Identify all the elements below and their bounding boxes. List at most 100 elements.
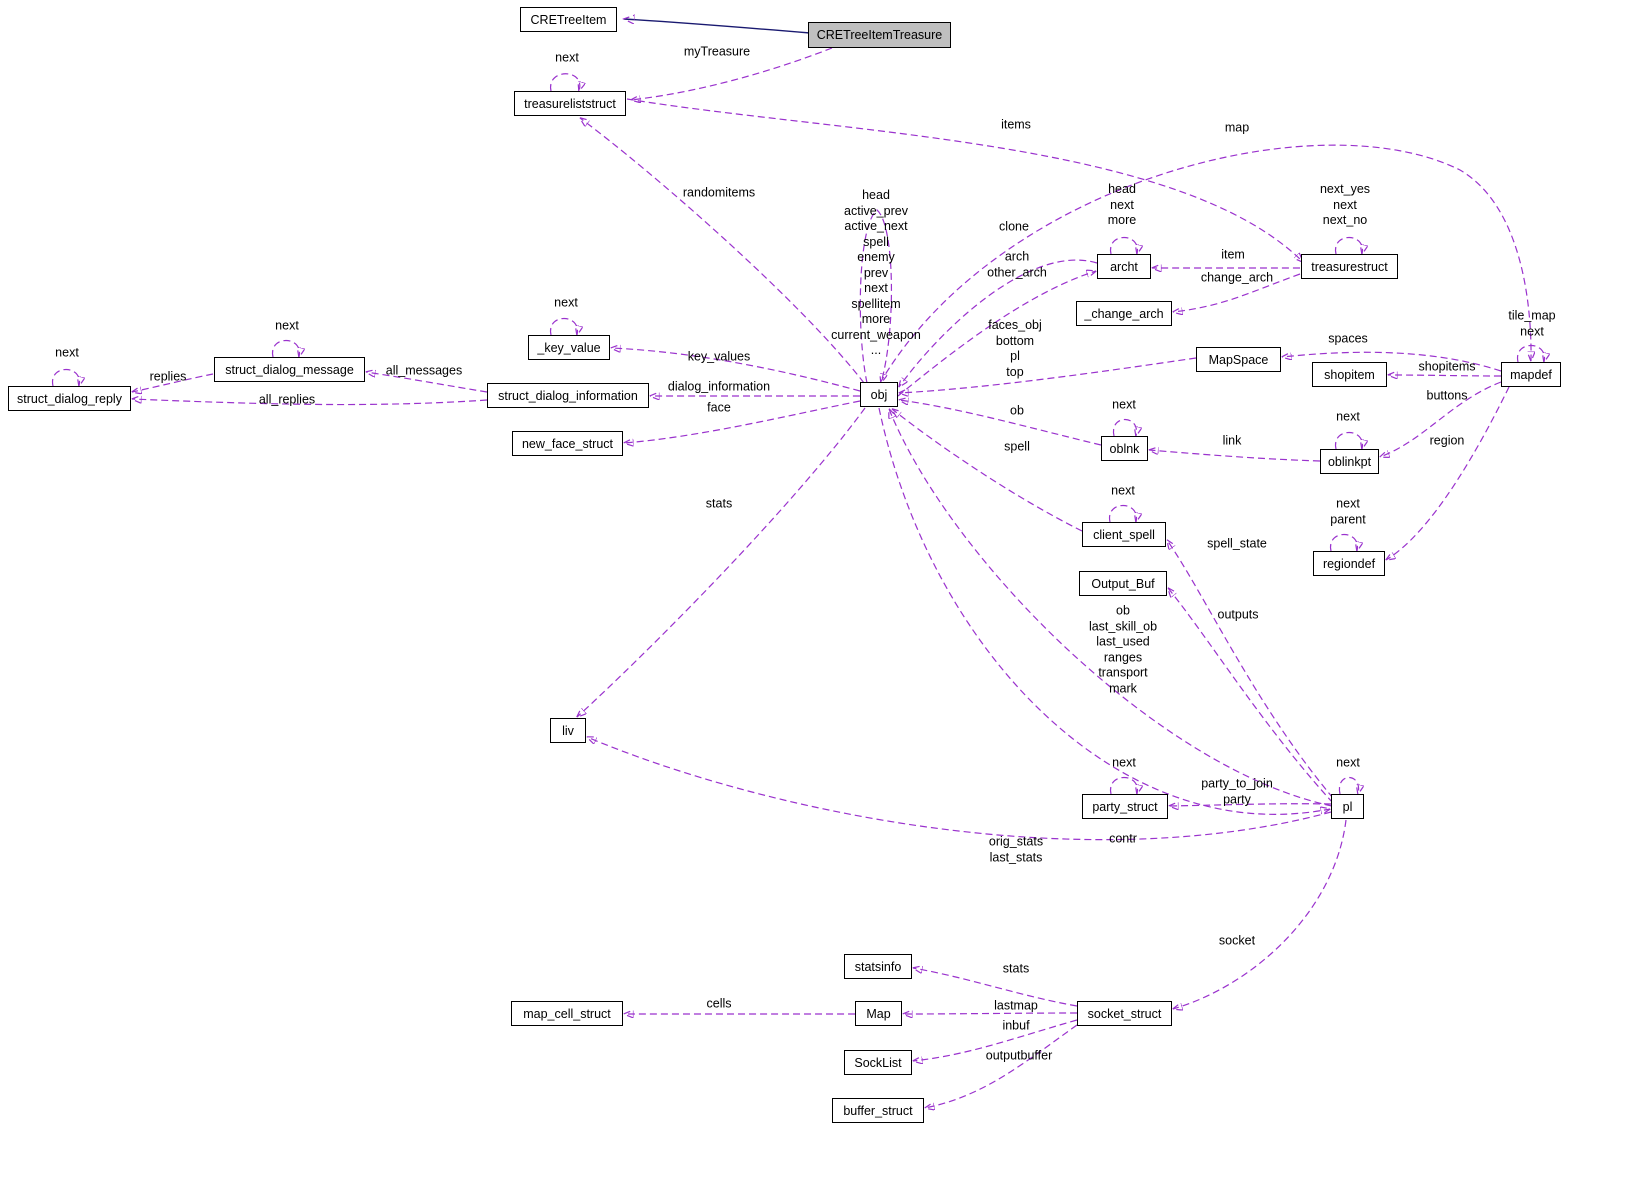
edge-label-outputs: outputs [1217, 607, 1259, 622]
edge-all-replies [132, 399, 488, 405]
edge-label-pl-obj: ob last_skill_ob last_used ranges transp… [1089, 604, 1157, 697]
edge-label-shopitems: shopitems [1418, 359, 1476, 374]
edge-clone [899, 259, 1098, 387]
node-buffer-struct[interactable]: buffer_struct [832, 1098, 924, 1123]
edge-label-line: active_prev [844, 203, 908, 218]
node-struct-dialog-information[interactable]: struct_dialog_information [487, 383, 649, 408]
edge-label-line: transport [1098, 665, 1148, 680]
node-shopitem[interactable]: shopitem [1312, 362, 1387, 387]
edge-oblnk-self [1113, 419, 1136, 437]
edge-mytreasure [631, 47, 833, 100]
edge-party [1169, 804, 1332, 806]
edge-label-line: spellitem [851, 296, 901, 311]
edge-label-items: items [1001, 117, 1031, 132]
edge-label-party-next: next [1112, 755, 1136, 770]
edge-label-spell: spell [1004, 439, 1030, 454]
node-liv[interactable]: liv [550, 718, 586, 743]
edge-label-line: next [1336, 496, 1360, 511]
edge-label-stats: stats [705, 496, 733, 511]
edge-label-line: more [861, 311, 891, 326]
node-mapdef[interactable]: mapdef [1501, 362, 1561, 387]
edge-keyvalue-self [550, 317, 578, 336]
edge-label-replies: replies [149, 369, 187, 384]
edge-label-all-messages: all_messages [385, 363, 463, 378]
edge-label-sdm-next: next [275, 318, 299, 333]
node-mapspace[interactable]: MapSpace [1196, 347, 1281, 372]
node-cretreeitem[interactable]: CRETreeItem [520, 7, 617, 32]
edge-label-line: tile_map [1508, 308, 1556, 323]
node-treasurestruct[interactable]: treasurestruct [1301, 254, 1398, 279]
edge-label-tile-map: tile_map next [1508, 309, 1555, 340]
edge-key-values [611, 348, 861, 392]
edge-label-archt-self: head next more [1108, 182, 1136, 229]
edge-label-ob: ob [1010, 403, 1024, 418]
edge-faces [899, 357, 1197, 393]
node-output-buf[interactable]: Output_Buf [1079, 571, 1167, 596]
node-cretreeitemtreasure[interactable]: CRETreeItemTreasure [808, 22, 951, 48]
edge-link [1149, 450, 1321, 462]
node-socket-struct[interactable]: socket_struct [1077, 1001, 1172, 1026]
node-struct-dialog-message[interactable]: struct_dialog_message [214, 357, 365, 382]
edge-label-item: item [1221, 247, 1245, 262]
node-key-value[interactable]: _key_value [528, 335, 610, 360]
edge-label-line: prev [863, 265, 889, 280]
node-party-struct[interactable]: party_struct [1082, 794, 1168, 819]
edge-regiondef-self [1330, 533, 1358, 552]
edge-label-buttons: buttons [1426, 388, 1468, 403]
node-client-spell[interactable]: client_spell [1082, 522, 1166, 547]
node-new-face-struct[interactable]: new_face_struct [512, 431, 623, 456]
node-map[interactable]: Map [855, 1001, 902, 1026]
edge-orig-stats [587, 737, 1332, 841]
edge-label-line: head [862, 187, 890, 202]
node-regiondef[interactable]: regiondef [1313, 551, 1385, 576]
edge-label-treasure-self: next_yes next next_no [1320, 182, 1370, 229]
node-treasureliststruct[interactable]: treasureliststruct [514, 91, 626, 116]
edge-pl-self [1338, 777, 1358, 795]
edge-label-pl-next: next [1336, 755, 1360, 770]
edge-label-line: orig_stats [988, 834, 1044, 849]
edge-label-line: ranges [1103, 650, 1143, 664]
edge-label-arch-other: arch other_arch [987, 250, 1047, 281]
edge-label-key-values: key_values [687, 349, 751, 364]
edge-label-line: parent [1330, 512, 1366, 526]
edge-label-faces: faces_obj bottom pl top [988, 318, 1042, 380]
edge-label-party-fields: party_to_join party [1201, 777, 1273, 808]
edge-label-line: last_skill_ob [1088, 619, 1158, 633]
node-archt[interactable]: archt [1097, 254, 1151, 279]
node-oblnk[interactable]: oblnk [1101, 436, 1148, 461]
node-statsinfo[interactable]: statsinfo [844, 954, 912, 979]
edge-clientspell-self [1109, 504, 1137, 523]
edge-obj-self [859, 209, 892, 383]
node-change-arch[interactable]: _change_arch [1076, 301, 1172, 326]
edge-label-socket: socket [1218, 933, 1256, 948]
edge-label-line: party [1223, 792, 1251, 806]
edge-label-randomitems: randomitems [682, 185, 756, 200]
edge-label-line: top [1006, 364, 1024, 379]
edge-change-arch [1173, 273, 1301, 312]
edge-label-line: pl [1010, 349, 1020, 363]
edge-label-contr: contr [1109, 831, 1137, 846]
node-obj[interactable]: obj [860, 382, 898, 407]
edge-label-line: more [1107, 212, 1137, 227]
edge-contr [878, 407, 1330, 814]
edge-stats-liv [577, 407, 866, 717]
edge-label-spell-state: spell_state [1207, 536, 1267, 551]
edge-label-regiondef-self: next parent [1330, 497, 1365, 528]
edge-oblinkpt-self [1335, 431, 1363, 450]
edge-label-orig-stats: orig_stats last_stats [989, 835, 1043, 866]
edge-label-line: ob [1116, 603, 1130, 618]
node-oblinkpt[interactable]: oblinkpt [1320, 449, 1379, 474]
edge-label-keyvalue-next: next [554, 295, 578, 310]
edge-label-link: link [1222, 433, 1242, 448]
node-socklist[interactable]: SockList [844, 1050, 912, 1075]
node-struct-dialog-reply[interactable]: struct_dialog_reply [8, 386, 131, 411]
node-pl[interactable]: pl [1331, 794, 1364, 819]
node-map-cell-struct[interactable]: map_cell_struct [511, 1001, 623, 1026]
edge-pl-obj [889, 409, 1333, 807]
edge-region [1386, 386, 1510, 560]
edge-label-outputbuffer: outputbuffer [985, 1048, 1053, 1063]
edge-label-mytreasure: myTreasure [683, 44, 751, 59]
edge-label-face: face [707, 400, 731, 415]
edge-party-self [1110, 776, 1138, 795]
